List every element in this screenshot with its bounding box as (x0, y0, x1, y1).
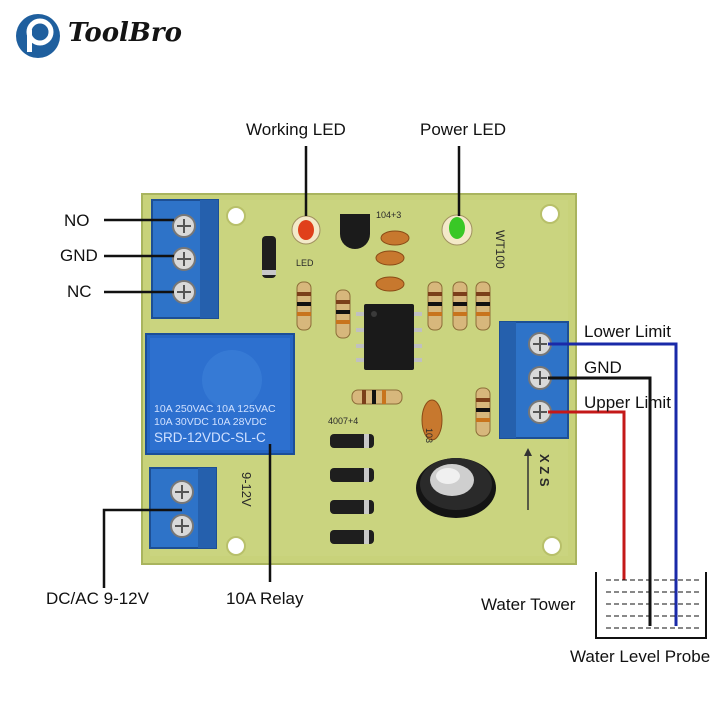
label-relay: 10A Relay (226, 589, 304, 608)
label-no: NO (64, 211, 90, 230)
power-led (441, 214, 473, 246)
relay-rating-2: 10A 30VDC 10A 28VDC (154, 416, 267, 428)
water-tower (595, 572, 707, 639)
wire-upper-limit (548, 410, 626, 580)
electrolytic-capacitor (416, 458, 496, 518)
capacitor-oval (421, 399, 443, 441)
label-power-input: DC/AC 9-12V (46, 589, 149, 608)
cap-marking: 104+3 (376, 210, 401, 220)
terminal-block-probe (499, 321, 569, 439)
transistor (340, 214, 370, 249)
relay-rating-1: 10A 250VAC 10A 125VAC (154, 403, 276, 415)
capacitors (375, 230, 410, 292)
relay-model: SRD-12VDC-SL-C (154, 430, 266, 445)
label-gnd-left: GND (60, 246, 98, 265)
callout-line-power (102, 508, 182, 588)
ic-chip (356, 304, 422, 370)
diode (262, 236, 276, 278)
model-marking: WT100 (493, 230, 507, 269)
mount-hole (540, 204, 560, 224)
label-working-led: Working LED (246, 120, 346, 139)
label-water-tower: Water Tower (481, 595, 576, 614)
brand-logo (14, 12, 62, 60)
brand-name: ToolBro (68, 18, 182, 48)
mount-hole (542, 536, 562, 556)
label-lower-limit: Lower Limit (584, 322, 671, 341)
label-power-led: Power LED (420, 120, 506, 139)
label-gnd-right: GND (584, 358, 622, 377)
resistors (296, 281, 491, 437)
diodes (330, 434, 374, 544)
mount-hole (226, 536, 246, 556)
label-nc: NC (67, 282, 92, 301)
terminal-block-output (151, 199, 219, 319)
label-water-level-probe: Water Level Probe (570, 647, 711, 666)
relay (145, 333, 295, 455)
voltage-marking: 9-12V (239, 472, 254, 507)
res-marking: 103 (424, 428, 434, 443)
mount-hole (226, 206, 246, 226)
diode-marking: 4007+4 (328, 416, 358, 426)
terminal-block-power (149, 467, 217, 549)
logo-icon (16, 14, 60, 58)
working-led (291, 215, 321, 245)
xzs-marking: X Z S (537, 454, 552, 487)
led-marking: LED (296, 258, 314, 268)
wire-lower-limit (548, 342, 678, 626)
wire-gnd (548, 376, 652, 626)
water-lines (606, 579, 700, 629)
label-upper-limit: Upper Limit (584, 393, 671, 412)
